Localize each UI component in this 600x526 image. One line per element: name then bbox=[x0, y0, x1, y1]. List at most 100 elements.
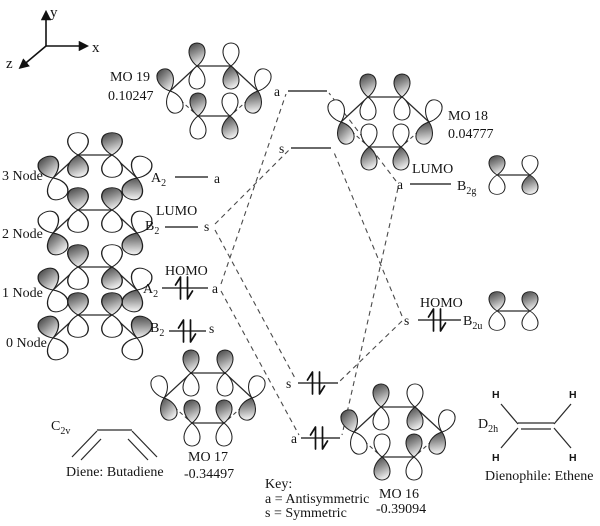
p-orbital bbox=[121, 315, 153, 361]
electron-pair-arrows bbox=[186, 276, 194, 300]
node-label-3: 3 Node bbox=[2, 169, 43, 184]
ethene-h-bottom-left: H bbox=[492, 452, 500, 464]
p-orbital bbox=[222, 42, 240, 90]
node-label-0: 0 Node bbox=[6, 336, 47, 351]
dienophile-caption: Dienophile: Ethene bbox=[485, 469, 593, 484]
p-orbital bbox=[216, 349, 234, 397]
node-label-1: 1 Node bbox=[2, 286, 43, 301]
key-title: Key: bbox=[265, 477, 292, 492]
p-orbital bbox=[121, 267, 153, 313]
p-orbital bbox=[359, 73, 377, 121]
coordinate-axes bbox=[18, 9, 90, 70]
ts-mo19-sa-letter: a bbox=[274, 84, 280, 99]
electron-pair-arrows bbox=[309, 426, 317, 450]
p-orbital bbox=[150, 375, 178, 421]
ethene-skeleton bbox=[500, 403, 572, 449]
p-orbital bbox=[156, 68, 184, 114]
mo18-energy: 0.04777 bbox=[448, 127, 494, 142]
p-orbital bbox=[415, 99, 443, 145]
p-orbital bbox=[488, 291, 506, 331]
p-orbital bbox=[121, 155, 153, 201]
mo17-energy: -0.34497 bbox=[184, 467, 234, 482]
p-orbital bbox=[183, 399, 201, 447]
ethene-mo-pi bbox=[488, 291, 539, 331]
p-orbital bbox=[405, 433, 423, 481]
electron-pair-arrows bbox=[306, 371, 314, 395]
mo16-energy: -0.39094 bbox=[376, 502, 426, 517]
diene-lumo-label: LUMO bbox=[156, 204, 197, 219]
p-orbital bbox=[101, 132, 123, 178]
p-orbital bbox=[221, 92, 239, 140]
diene-homo-symmetry-label: A2 bbox=[143, 282, 158, 300]
ethene-h-top-left: H bbox=[492, 389, 500, 401]
axis-z-label: z bbox=[6, 56, 13, 72]
ethene-h-top-right: H bbox=[569, 389, 577, 401]
key-symmetric: s = Symmetric bbox=[265, 506, 347, 521]
p-orbital bbox=[189, 92, 207, 140]
butadiene-skeleton bbox=[71, 429, 158, 461]
ts-mo17-sa-letter: s bbox=[286, 376, 291, 391]
mo16-label: MO 16 bbox=[379, 487, 419, 502]
butadiene-mo-3node bbox=[37, 132, 153, 201]
axis-x-label: x bbox=[92, 40, 100, 56]
ethene-lumo-sa-letter: a bbox=[397, 177, 403, 192]
p-orbital bbox=[101, 292, 123, 338]
p-orbital bbox=[37, 267, 69, 313]
p-orbital bbox=[521, 155, 539, 195]
diene-lumo-symmetry-label: B2 bbox=[145, 219, 159, 237]
dienophile-point-group: D2h bbox=[478, 417, 498, 435]
p-orbital bbox=[37, 210, 69, 256]
electron-pair-arrows bbox=[318, 371, 326, 395]
p-orbital bbox=[121, 210, 153, 256]
p-orbital bbox=[360, 123, 378, 171]
p-orbital bbox=[101, 244, 123, 290]
p-orbital bbox=[392, 123, 410, 171]
ethene-lumo-label: LUMO bbox=[412, 162, 453, 177]
butadiene-mo-2node bbox=[37, 187, 153, 256]
p-orbital bbox=[37, 155, 69, 201]
transition-mo-mo19 bbox=[156, 42, 272, 140]
p-orbital bbox=[238, 375, 266, 421]
electron-pair-arrows bbox=[427, 308, 435, 332]
ethene-homo-symmetry-label: B2u bbox=[463, 314, 482, 332]
transition-mo-mo16 bbox=[340, 383, 456, 481]
electron-pair-arrows bbox=[321, 426, 329, 450]
mo19-energy: 0.10247 bbox=[108, 89, 154, 104]
diene-homo-sa-letter: a bbox=[212, 281, 218, 296]
p-orbital bbox=[406, 383, 424, 431]
p-orbital bbox=[101, 187, 123, 233]
p-orbital bbox=[488, 155, 506, 195]
butadiene-mo-0node bbox=[37, 292, 153, 361]
p-orbital bbox=[393, 73, 411, 121]
p-orbital bbox=[215, 399, 233, 447]
diagram-graphics bbox=[18, 9, 572, 481]
p-orbital bbox=[373, 433, 391, 481]
ethene-lumo-symmetry-label: B2g bbox=[457, 179, 476, 197]
p-orbital bbox=[521, 291, 539, 331]
p-orbital bbox=[37, 315, 69, 361]
diene-level3-sa-letter: a bbox=[214, 171, 220, 186]
diene-level0-sa-letter: s bbox=[209, 321, 214, 336]
diene-point-group: C2v bbox=[51, 419, 70, 437]
p-orbital bbox=[327, 99, 355, 145]
p-orbital bbox=[67, 244, 89, 290]
transition-mo-mo18 bbox=[327, 73, 443, 171]
diene-level3-symmetry-label: A2 bbox=[151, 171, 166, 189]
ethene-h-bottom-right: H bbox=[569, 452, 577, 464]
ethene-homo-label: HOMO bbox=[420, 296, 463, 311]
ts-mo16-sa-letter: a bbox=[291, 431, 297, 446]
p-orbital bbox=[67, 187, 89, 233]
p-orbital bbox=[188, 42, 206, 90]
p-orbital bbox=[67, 132, 89, 178]
transition-mo-mo17 bbox=[150, 349, 266, 447]
ethene-mo-pi-star bbox=[488, 155, 539, 195]
electron-pair-arrows bbox=[439, 308, 447, 332]
diene-level0-symmetry-label: B2 bbox=[150, 321, 164, 339]
diene-caption: Diene: Butadiene bbox=[66, 465, 164, 480]
key-antisymmetric: a = Antisymmetric bbox=[265, 492, 369, 507]
mo19-label: MO 19 bbox=[110, 70, 150, 85]
electron-pair-arrows bbox=[174, 276, 182, 300]
electron-pair-arrows bbox=[189, 319, 197, 343]
